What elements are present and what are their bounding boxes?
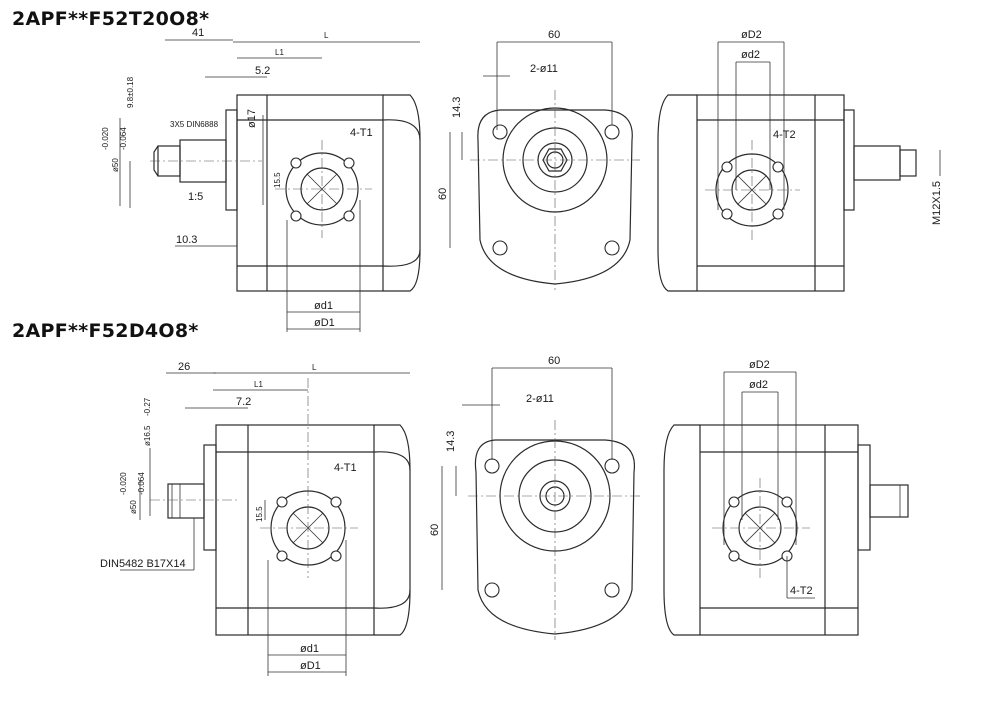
m2-ports-t1: 4-T1 xyxy=(334,462,357,474)
m2-phi-d1: ød1 xyxy=(300,643,319,655)
m2-front-dim-60-side: 60 xyxy=(429,524,441,536)
m1-side-view xyxy=(119,39,421,332)
m1-front-dim-60-top: 60 xyxy=(548,29,560,41)
m1-key-spec: 3X5 DIN6888 xyxy=(170,120,219,129)
m1-front-view xyxy=(449,41,640,290)
model-title-t20o8: 2APF**F52T20O8* xyxy=(12,8,210,30)
m1-dim-5-2: 5.2 xyxy=(255,65,270,77)
m1-dim-10-3: 10.3 xyxy=(176,234,197,246)
m2-rear-ports-t2: 4-T2 xyxy=(790,585,813,597)
m1-dim-l1: L1 xyxy=(275,48,284,57)
m1-rear-thread: M12X1.5 xyxy=(931,181,943,225)
m2-front-dim-14-3: 14.3 xyxy=(445,431,457,452)
m1-front-holes: 2-ø11 xyxy=(530,63,558,75)
m1-phi-d1: ød1 xyxy=(314,300,333,312)
m1-dim-41: 41 xyxy=(192,27,204,39)
m2-spline-spec: DIN5482 B17X14 xyxy=(100,558,186,570)
m2-dim-phi16-5: ø16.5 xyxy=(143,425,152,446)
m2-dim-26: 26 xyxy=(178,361,190,373)
m1-tol-upper: -0.020 xyxy=(101,127,110,150)
m1-tol-lower: -0.064 xyxy=(119,127,128,150)
m1-rear-phi-D2: øD2 xyxy=(741,29,762,41)
m1-ports-t1: 4-T1 xyxy=(350,127,373,139)
m2-rear-phi-d2: ød2 xyxy=(749,379,768,391)
m2-tol-upper: -0.020 xyxy=(119,472,128,495)
m1-dim-phi17: ø17 xyxy=(246,109,258,128)
m1-dim-15-5: 15.5 xyxy=(273,172,282,188)
m2-dim-phi50: ø50 xyxy=(129,500,138,514)
m1-rear-ports-t2: 4-T2 xyxy=(773,129,796,141)
m2-dim-l1: L1 xyxy=(254,380,263,389)
m2-phi-D1: øD1 xyxy=(300,660,321,672)
m1-phi-D1: øD1 xyxy=(314,317,335,329)
m1-front-dim-60-side: 60 xyxy=(437,188,449,200)
m1-dim-9-8: 9.8±0.18 xyxy=(126,76,135,108)
m2-rear-view xyxy=(663,371,909,636)
m2-dim-l: L xyxy=(312,363,317,372)
m1-rear-phi-d2: ød2 xyxy=(741,49,760,61)
m2-front-holes: 2-ø11 xyxy=(526,393,554,405)
m1-front-dim-14-3: 14.3 xyxy=(451,97,463,118)
m2-dim-7-2: 7.2 xyxy=(236,396,251,408)
model-title-d4o8: 2APF**F52D4O8* xyxy=(12,320,199,342)
m2-rear-phi-D2: øD2 xyxy=(749,359,770,371)
m1-dim-l: L xyxy=(324,31,329,40)
m2-dim-15-5: 15.5 xyxy=(255,506,264,522)
m2-side-view xyxy=(120,372,411,676)
m2-dim-phi16-5-tol: -0.27 xyxy=(143,397,152,416)
m1-dim-phi50: ø50 xyxy=(111,158,120,172)
m2-front-dim-60-top: 60 xyxy=(548,355,560,367)
m2-tol-lower: -0.064 xyxy=(137,472,146,495)
m2-front-view xyxy=(441,367,642,640)
m1-rear-view xyxy=(657,41,941,292)
m1-taper: 1:5 xyxy=(188,191,203,203)
